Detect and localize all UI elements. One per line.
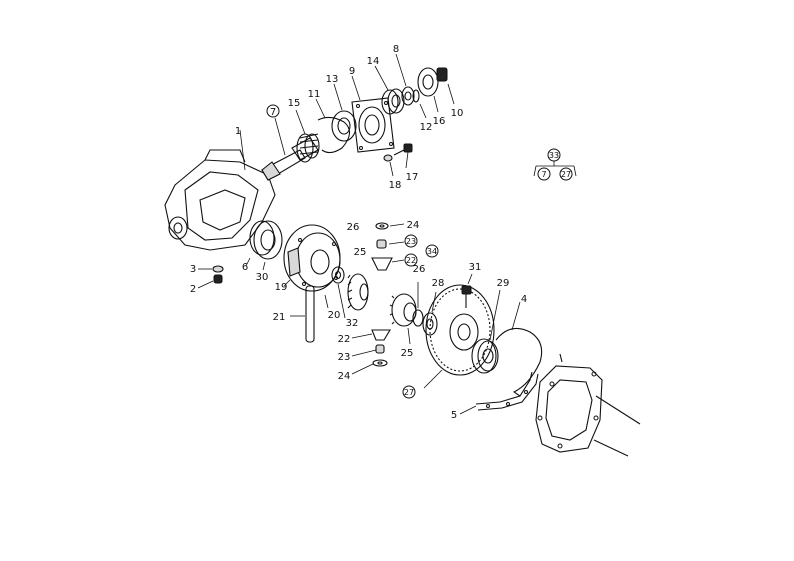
drive-flange xyxy=(417,67,455,113)
legend-left: 7 xyxy=(541,170,546,179)
callout-27-circled: 27 xyxy=(404,388,414,397)
upper-side-pinion xyxy=(371,222,405,271)
callout-26-lower: 26 xyxy=(413,264,426,275)
side-gear-right xyxy=(389,282,424,345)
cage-bolt xyxy=(383,143,413,177)
callout-22-circled: 22 xyxy=(406,256,416,265)
axle-housing xyxy=(535,353,641,457)
carrier-flange xyxy=(283,224,341,292)
callout-20: 20 xyxy=(328,310,341,321)
callout-14: 14 xyxy=(367,56,380,67)
lower-side-pinion xyxy=(351,329,391,375)
callout-23: 23 xyxy=(338,352,351,363)
thrust-washer xyxy=(324,266,346,319)
gasket-13 xyxy=(331,83,357,142)
drain-plug xyxy=(197,265,224,289)
callout-8: 8 xyxy=(393,44,399,55)
callout-29: 29 xyxy=(497,278,510,289)
callout-26-upper: 26 xyxy=(347,222,360,233)
callout-19: 19 xyxy=(275,282,288,293)
bearing-30 xyxy=(245,220,283,271)
callout-24-lower: 24 xyxy=(338,371,351,382)
callout-28: 28 xyxy=(432,278,445,289)
bearing-cage-9 xyxy=(351,75,395,153)
kit-legend: 33 7 27 xyxy=(533,148,577,181)
callout-32: 32 xyxy=(346,318,359,329)
gasket-4 xyxy=(495,301,543,397)
outer-carrier-bearing-29 xyxy=(471,289,501,374)
legend-right: 27 xyxy=(561,170,571,179)
pinion-shaft xyxy=(261,117,319,181)
cross-pin xyxy=(290,285,315,343)
gasket-5 xyxy=(459,371,539,415)
circled-markers xyxy=(266,104,439,399)
callout-15: 15 xyxy=(288,98,301,109)
callout-11: 11 xyxy=(308,89,321,100)
callout-10: 10 xyxy=(451,108,464,119)
side-gear-left xyxy=(347,273,369,311)
callout-16: 16 xyxy=(433,116,446,127)
callout-2: 2 xyxy=(190,284,196,295)
callout-31: 31 xyxy=(469,262,482,273)
callout-21: 21 xyxy=(273,312,286,323)
callout-1: 1 xyxy=(235,126,241,137)
callout-9: 9 xyxy=(349,66,355,77)
callout-12: 12 xyxy=(420,122,433,133)
callout-25-left: 25 xyxy=(354,247,367,258)
pinion-bearing-15 xyxy=(295,109,320,163)
callout-7: 7 xyxy=(270,107,276,118)
callout-25-right: 25 xyxy=(401,348,414,359)
callout-34-circled: 34 xyxy=(427,247,437,256)
callout-23-circled: 23 xyxy=(406,237,416,246)
callout-5: 5 xyxy=(451,410,457,421)
callout-18: 18 xyxy=(389,180,402,191)
legend-top: 33 xyxy=(549,151,559,160)
outer-bearings xyxy=(374,53,427,119)
ring-gear xyxy=(423,284,495,389)
snap-ring-11 xyxy=(315,98,351,154)
callout-4: 4 xyxy=(521,294,527,305)
callout-22: 22 xyxy=(338,334,351,345)
callout-13: 13 xyxy=(326,74,339,85)
callout-labels: 1 2 3 4 5 6 7 8 9 10 11 12 13 14 15 16 1… xyxy=(190,44,527,421)
differential-housing xyxy=(164,129,276,251)
callout-17: 17 xyxy=(406,172,419,183)
ring-gear-bolt xyxy=(461,273,473,308)
callout-3: 3 xyxy=(190,264,196,275)
callout-6: 6 xyxy=(242,262,248,273)
callout-30: 30 xyxy=(256,272,269,283)
callout-24-upper: 24 xyxy=(407,220,420,231)
